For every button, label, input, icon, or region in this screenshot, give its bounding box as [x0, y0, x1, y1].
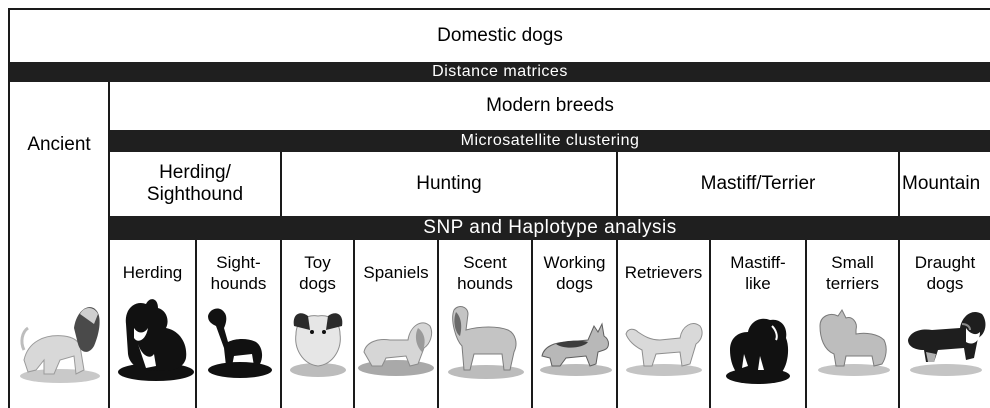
newfoundland-silhouette-icon: [720, 310, 796, 386]
bernese-mountain-dog-photo-icon: [904, 302, 988, 378]
breed-label-herding: Herding: [110, 262, 195, 283]
breed-label-spaniels: Spaniels: [355, 262, 437, 283]
breed-label-mastiff-like: Mastiff- like: [711, 252, 805, 294]
breed-label-scent-hounds: Scent hounds: [439, 252, 531, 294]
breed-label-small-terriers: Small terriers: [807, 252, 898, 294]
dachshund-silhouette-icon: [202, 302, 274, 382]
distance-matrices-band: Distance matrices: [10, 62, 990, 82]
breed-label-toy-dogs: Toy dogs: [282, 252, 353, 294]
breed-label-retrievers: Retrievers: [618, 262, 709, 283]
modern-breeds-label: Modern breeds: [110, 82, 990, 130]
breed-label-draught-dogs: Draught dogs: [900, 252, 990, 294]
breed-label-working-dogs: Working dogs: [533, 252, 616, 294]
microsatellite-band: Microsatellite clustering: [110, 130, 990, 152]
cairn-terrier-photo-icon: [812, 306, 894, 378]
bloodhound-photo-icon: [444, 300, 526, 380]
afghan-hound-photo-icon: [14, 290, 106, 386]
cocker-spaniel-photo-icon: [356, 312, 436, 378]
golden-retriever-photo-icon: [620, 308, 706, 378]
ancient-label: Ancient: [10, 82, 108, 208]
cluster-herding-sighthound: Herding/ Sighthound: [110, 152, 280, 216]
breed-label-sighthounds: Sight- hounds: [197, 252, 280, 294]
cluster-hunting: Hunting: [282, 152, 616, 216]
cluster-mastiff-terrier: Mastiff/Terrier: [618, 152, 898, 216]
snp-haplotype-band: SNP and Haplotype analysis: [110, 216, 990, 240]
papillon-photo-icon: [286, 304, 350, 380]
cluster-mountain: Mountain: [900, 152, 990, 216]
german-shepherd-photo-icon: [536, 312, 614, 378]
domestic-dogs-title: Domestic dogs: [10, 10, 990, 62]
collie-silhouette-icon: [116, 294, 194, 382]
